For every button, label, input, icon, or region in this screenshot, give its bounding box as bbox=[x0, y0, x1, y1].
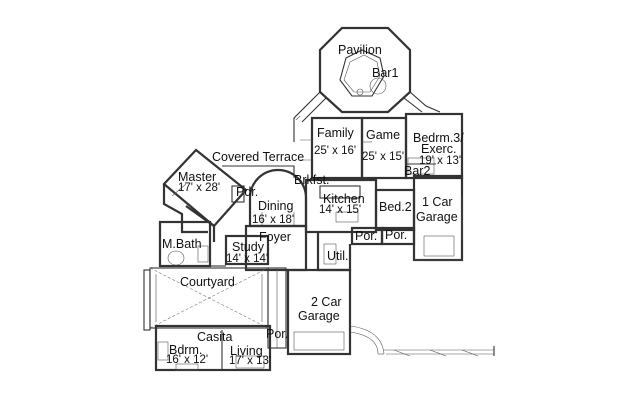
bar1-label: Bar1 bbox=[372, 66, 399, 80]
kitchen-dimensions: 14' x 15' bbox=[319, 204, 362, 216]
powder-room-label: Pdr. bbox=[236, 185, 259, 199]
casita-bedroom-label: Bdrm. bbox=[169, 343, 203, 357]
dining-label: Dining bbox=[258, 199, 294, 213]
master-wing bbox=[162, 148, 295, 242]
foyer-label: Foyer bbox=[259, 230, 291, 244]
foyer-study-bath bbox=[158, 220, 308, 272]
master-label: Master bbox=[178, 170, 217, 184]
utility-label: Util. bbox=[327, 249, 349, 263]
bedroom3-label-line2: Exerc. bbox=[421, 142, 457, 156]
casita-wing bbox=[154, 324, 272, 372]
pavilion-label: Pavilion bbox=[338, 43, 382, 57]
family-dimensions: 25' x 16' bbox=[314, 145, 357, 157]
driveway bbox=[349, 325, 495, 357]
game-label: Game bbox=[366, 128, 401, 142]
bed2-label: Bed.2 bbox=[379, 200, 412, 214]
family-game-wing bbox=[300, 112, 464, 180]
study-dimensions: 14' x 14' bbox=[226, 253, 269, 265]
one-car-garage-label-line2: Garage bbox=[416, 210, 458, 224]
bedroom3-label: Bedrm.3/ bbox=[413, 131, 464, 145]
study-label: Study bbox=[232, 240, 264, 254]
covered-terrace-label: Covered Terrace bbox=[212, 150, 305, 164]
casita-living-dimensions: 17' x 13' bbox=[229, 355, 272, 367]
breakfast-label: Brkfst. bbox=[294, 173, 330, 187]
porch-label-3: Por. bbox=[266, 327, 289, 341]
two-car-garage-label-line2: Garage bbox=[298, 309, 340, 323]
dining-dimensions: 16' x 18' bbox=[252, 214, 295, 226]
bar2-label: Bar2 bbox=[404, 164, 431, 178]
casita-living-label: Living bbox=[230, 344, 263, 358]
bedroom3-dimensions: 19' x 13' bbox=[419, 155, 462, 167]
pavilion-structure bbox=[318, 26, 412, 114]
casita-bedroom-dimensions: 16' x 12' bbox=[166, 354, 209, 366]
two-car-garage bbox=[286, 268, 352, 356]
kitchen-label: Kitchen bbox=[323, 192, 365, 206]
master-dimensions: 17' x 28' bbox=[178, 182, 221, 194]
porch-label-2: Por. bbox=[385, 228, 408, 242]
master-bath-label: M.Bath bbox=[162, 237, 202, 251]
courtyard-gallery bbox=[143, 267, 287, 349]
casita-label: Casita bbox=[197, 330, 233, 344]
family-label: Family bbox=[317, 126, 354, 140]
game-dimensions: 25' x 15' bbox=[362, 151, 405, 163]
courtyard-label: Courtyard bbox=[180, 275, 235, 289]
terrace-arms bbox=[293, 91, 441, 142]
porch-label-1: Por. bbox=[355, 229, 378, 243]
two-car-garage-label: 2 Car bbox=[311, 295, 342, 309]
one-car-garage-label: 1 Car bbox=[422, 195, 453, 209]
one-car-garage bbox=[412, 174, 464, 262]
